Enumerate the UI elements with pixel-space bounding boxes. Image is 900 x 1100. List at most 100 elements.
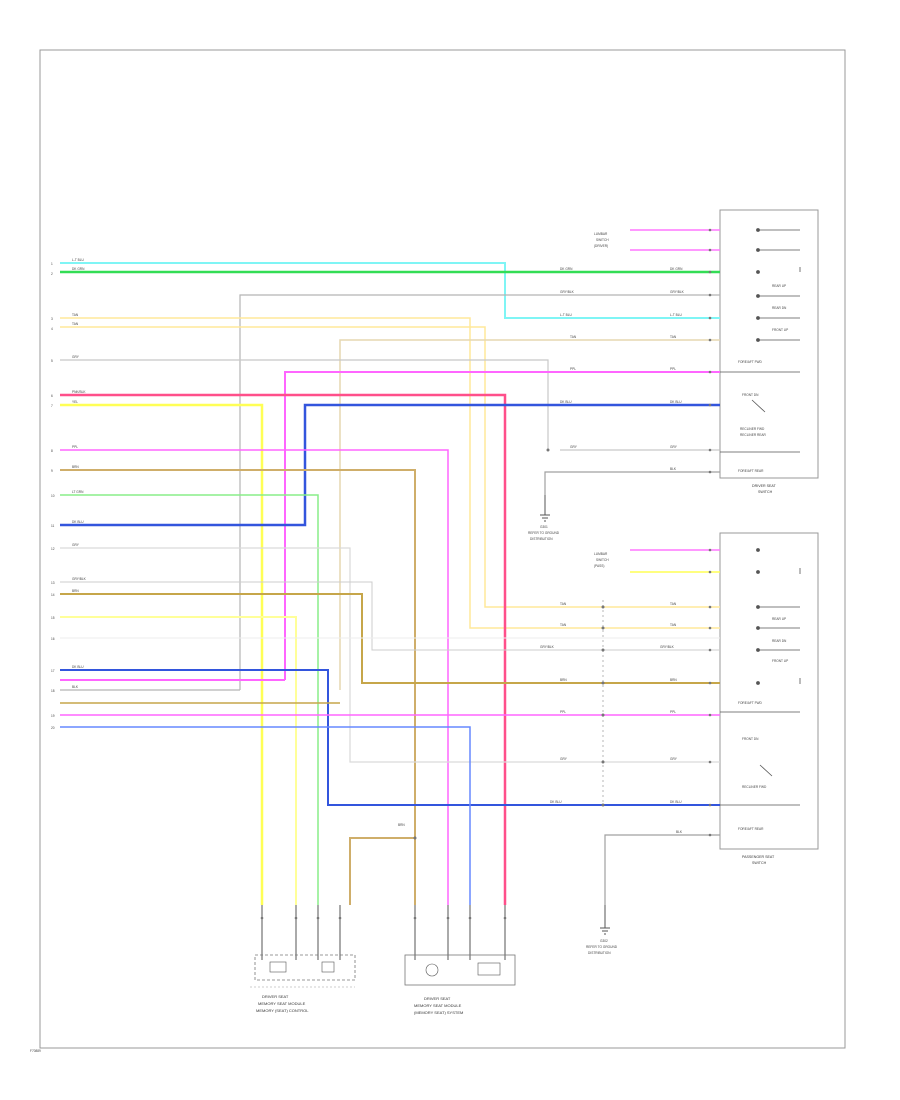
wire-lt-grn [60,494,319,905]
connector-dots [413,228,712,840]
passenger-seat-switch-label-1: PASSENGER SEAT [742,855,775,859]
svg-text:BRN: BRN [560,678,567,682]
wire-ppl-2 [60,449,449,905]
svg-text:BLK: BLK [670,467,677,471]
svg-text:TAN: TAN [670,335,677,339]
wire-gry [60,359,549,450]
wire-brn-1 [60,469,416,905]
svg-text:DK GRN: DK GRN [670,267,683,271]
svg-text:PNK/BLK: PNK/BLK [72,390,86,394]
svg-text:BLK: BLK [72,685,79,689]
svg-text:BRN: BRN [670,678,677,682]
svg-text:GRY: GRY [72,355,80,359]
wire-ppl-1 [284,371,720,680]
svg-text:2: 2 [51,272,53,276]
svg-text:7: 7 [51,404,53,408]
svg-text:16: 16 [51,637,55,641]
svg-text:L-T BLU: L-T BLU [560,313,573,317]
svg-text:13: 13 [51,581,55,585]
svg-text:LUMBAR: LUMBAR [594,232,608,236]
wire-gry-blk-2 [60,581,720,651]
svg-text:TAN: TAN [670,602,677,606]
svg-text:(PASS): (PASS) [594,564,604,568]
svg-text:SWITCH: SWITCH [596,558,609,562]
svg-text:11: 11 [51,524,55,528]
svg-text:DK BLU: DK BLU [72,520,84,524]
driver-switch-internals [720,228,801,453]
svg-text:REFER TO GROUND: REFER TO GROUND [528,531,560,535]
svg-text:REAR DN: REAR DN [772,306,787,310]
svg-text:PPL: PPL [670,710,676,714]
svg-text:L-T BLU: L-T BLU [72,258,85,262]
svg-text:DISTRIBUTION: DISTRIBUTION [530,537,553,541]
svg-text:MEMORY SEAT MODULE: MEMORY SEAT MODULE [414,1003,462,1008]
svg-text:YEL: YEL [72,400,78,404]
wire-lt-blu [60,262,720,319]
svg-text:4: 4 [51,327,53,331]
svg-text:RECLINER REAR: RECLINER REAR [740,433,767,437]
svg-text:REAR DN: REAR DN [772,639,787,643]
svg-text:DK BLU: DK BLU [72,665,84,669]
svg-text:14: 14 [51,593,55,597]
wire-gry-2 [60,547,720,763]
svg-text:12: 12 [51,547,55,551]
svg-text:L-T BLU: L-T BLU [670,313,683,317]
svg-text:FRONT DN: FRONT DN [742,737,759,741]
passenger-switch-labels: REAR UP REAR DN FRONT UP FORE/AFT FWD FR… [738,617,788,831]
svg-text:GRY/BLK: GRY/BLK [72,577,87,581]
left-module [250,905,356,988]
svg-text:FRONT UP: FRONT UP [772,328,788,332]
wire-dk-blu-2 [60,669,720,806]
wire-tan-2 [60,326,720,608]
svg-text:PPL: PPL [670,367,676,371]
wire-brn-4 [349,837,415,905]
svg-text:REAR UP: REAR UP [772,284,786,288]
svg-text:TAN: TAN [560,623,567,627]
svg-text:GRY: GRY [670,445,678,449]
footer-code: F70889 [30,1049,41,1053]
wire-dk-blu-1 [60,403,720,527]
left-pin-labels: 1 2 3 4 5 6 7 8 9 10 11 12 13 14 15 16 1… [51,262,55,730]
svg-text:DK BLU: DK BLU [670,800,682,804]
wire-runs [60,262,720,905]
svg-text:RECLINER FWD: RECLINER FWD [740,427,765,431]
svg-text:GRY/BLK: GRY/BLK [540,645,555,649]
svg-text:(MEMORY SEAT) SYSTEM: (MEMORY SEAT) SYSTEM [414,1010,463,1015]
svg-text:PPL: PPL [560,710,566,714]
svg-text:SWITCH: SWITCH [596,238,609,242]
svg-text:1: 1 [51,262,53,266]
svg-text:MEMORY SEAT MODULE: MEMORY SEAT MODULE [258,1001,306,1006]
passenger-switch-internals [720,548,801,806]
svg-text:20: 20 [51,726,55,730]
ground-symbol-1 [540,495,550,522]
diagram-frame [39,49,846,1049]
wire-tan-3 [339,339,720,690]
svg-text:GRY/BLK: GRY/BLK [670,290,685,294]
svg-text:BRN: BRN [72,589,79,593]
svg-text:REAR UP: REAR UP [772,617,786,621]
svg-text:LT GRN: LT GRN [72,490,84,494]
svg-text:DK BLU: DK BLU [550,800,562,804]
svg-text:TAN: TAN [670,623,677,627]
svg-text:BRN: BRN [398,823,405,827]
svg-text:REFER TO GROUND: REFER TO GROUND [586,945,618,949]
svg-text:RECLINER FWD: RECLINER FWD [742,785,767,789]
svg-text:FRONT DN: FRONT DN [742,393,759,397]
wire-yel-blk [60,616,297,905]
driver-seat-switch-label-2: SWITCH [758,490,773,494]
svg-text:GRY: GRY [560,757,568,761]
svg-text:TAN: TAN [72,322,79,326]
svg-text:5: 5 [51,359,53,363]
svg-text:FORE/AFT REAR: FORE/AFT REAR [738,469,764,473]
svg-text:DK BLU: DK BLU [560,400,572,404]
svg-text:G302: G302 [600,939,608,943]
ground-symbol-2 [600,905,610,935]
svg-text:15: 15 [51,616,55,620]
wire-yel [60,403,264,905]
svg-text:GRY/BLK: GRY/BLK [660,645,675,649]
svg-text:3: 3 [51,317,53,321]
svg-text:9: 9 [51,469,53,473]
driver-seat-switch-box [719,209,819,479]
right-module [404,905,516,986]
